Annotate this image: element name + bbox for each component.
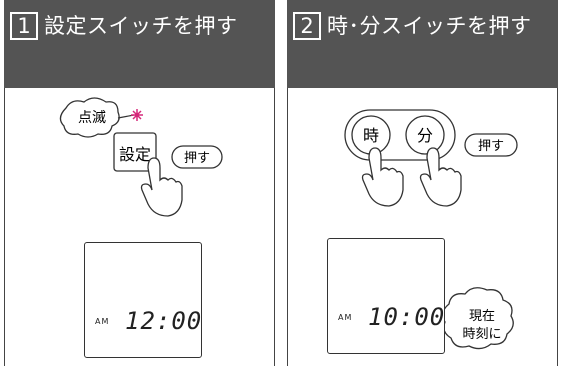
clock-time: 12:00 [125, 307, 203, 335]
press-label-badge: 押す [464, 133, 518, 157]
panel-border [4, 88, 5, 366]
hand-pointer-icon [419, 147, 462, 207]
step-2-panel: 2 時･分スイッチを押す 時 分 押す 現在 時刻に [287, 0, 558, 366]
set-button-label: 設定 [119, 145, 151, 164]
step-2-number: 2 [293, 12, 321, 40]
hand-pointer-icon [361, 147, 404, 207]
hour-button: 時 [351, 115, 391, 155]
minute-button-label: 分 [417, 126, 433, 145]
press-label: 押す [184, 151, 210, 166]
clock-time: 10:00 [368, 303, 446, 331]
blink-star-icon [131, 109, 143, 121]
panel-border [274, 88, 275, 366]
panel-border [287, 88, 288, 366]
ampm-indicator: AM [95, 317, 110, 326]
press-label: 押す [478, 139, 504, 154]
step-1-title: 設定スイッチを押す [44, 14, 238, 38]
step-2-illustration: 時 分 押す 現在 時刻に [344, 109, 518, 350]
step-1-panel: 1 設定スイッチを押す 点滅 設定 押す [4, 0, 275, 366]
minute-button: 分 [405, 115, 445, 155]
callout-line-1: 現在 [469, 309, 495, 324]
hand-pointer-icon [140, 157, 183, 217]
clock-display: AM 12:00 [84, 242, 202, 358]
blink-label: 点滅 [78, 110, 106, 126]
press-label-badge: 押す [171, 145, 223, 169]
callout-line-2: 時刻に [462, 327, 501, 342]
ampm-indicator: AM [338, 313, 353, 322]
current-time-callout: 現在 時刻に [442, 287, 514, 350]
step-1-number: 1 [10, 12, 38, 40]
step-1-header: 1 設定スイッチを押す [4, 0, 275, 88]
step-2-header: 2 時･分スイッチを押す [287, 0, 558, 88]
clock-display: AM 10:00 [327, 238, 445, 354]
panel-border [557, 88, 558, 366]
step-2-title: 時･分スイッチを押す [327, 14, 532, 38]
blink-callout: 点滅 [59, 97, 135, 138]
hour-button-label: 時 [363, 126, 379, 145]
set-button: 設定 [113, 132, 157, 172]
step-1-illustration: 点滅 設定 押す [59, 97, 223, 217]
